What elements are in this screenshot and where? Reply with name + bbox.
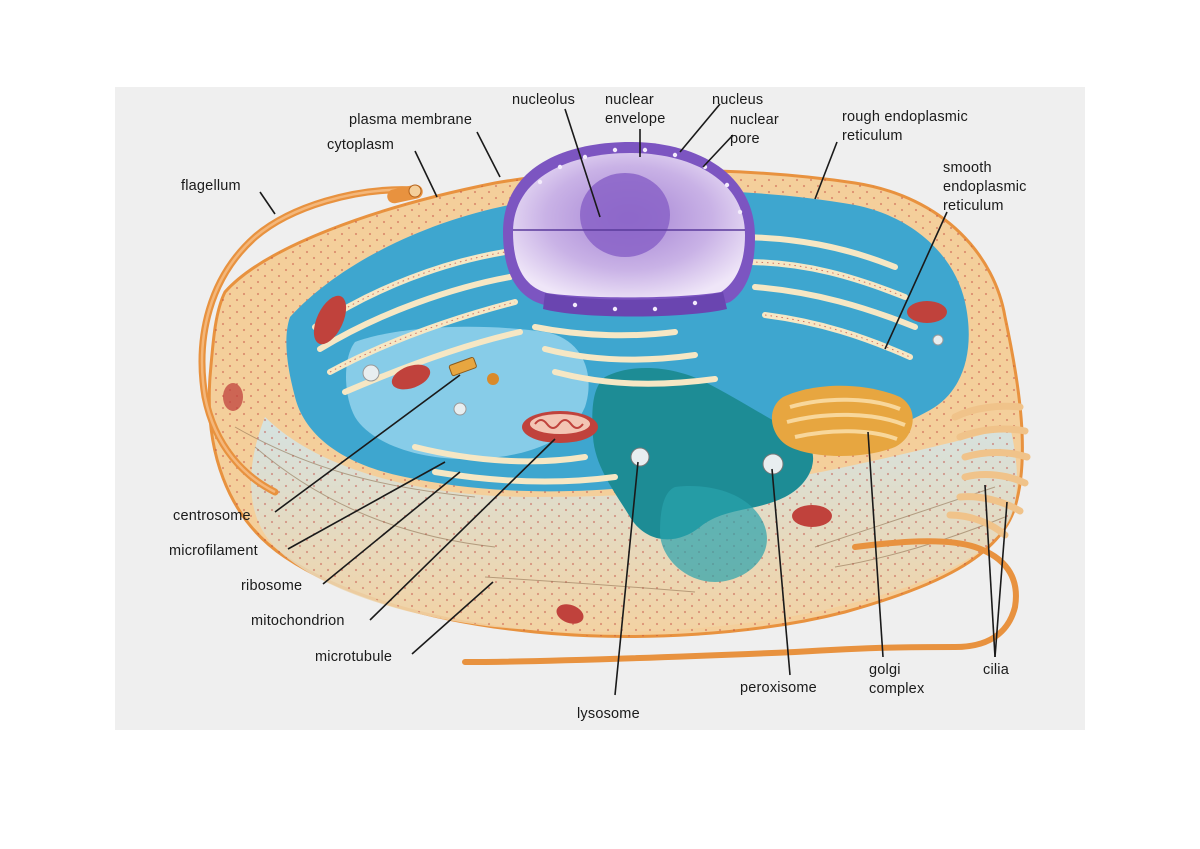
leader-ribosome: [322, 471, 461, 585]
leader-microtubule: [411, 581, 494, 655]
label-cytoplasm: cytoplasm: [327, 137, 394, 153]
label-centrosome: centrosome: [173, 508, 251, 524]
cilia: [946, 402, 1031, 539]
golgi-complex: [771, 385, 913, 456]
leader-lines: [259, 103, 1008, 696]
nuclear-pores: [537, 147, 743, 312]
label-nucleus: nucleus: [712, 92, 763, 108]
mitochondrion-mid: [391, 364, 431, 390]
leader-centrosome: [274, 374, 461, 513]
label-ribosome: ribosome: [241, 578, 302, 594]
lysosome-shape: [630, 447, 650, 467]
flagellum: [198, 184, 423, 496]
leader-cytoplasm: [414, 150, 438, 198]
mitochondrion-left: [313, 295, 347, 345]
label-peroxisome: peroxisome: [740, 680, 817, 696]
leader-mitochondrion: [369, 438, 556, 621]
centrosome: [448, 356, 499, 385]
label-plasma-membrane: plasma membrane: [349, 112, 472, 128]
leader-smooth-er: [884, 211, 948, 350]
vesicles: [362, 334, 944, 475]
leader-plasma-membrane: [476, 131, 501, 178]
mitochondria: [223, 295, 947, 624]
lower-membrane-tail: [462, 538, 1019, 665]
label-golgi-complex: golgi complex: [869, 662, 925, 697]
label-mitochondrion: mitochondrion: [251, 613, 345, 629]
leader-cilia-2: [994, 501, 1008, 658]
labels: nucleolus nuclear envelope nucleus nucle…: [169, 92, 1031, 722]
leader-nucleolus: [564, 108, 601, 218]
leader-nucleus: [679, 103, 721, 153]
label-smooth-er: smooth endoplasmic reticulum: [943, 160, 1031, 214]
leader-lysosome: [614, 461, 639, 696]
mitochondrion-bottom: [792, 505, 832, 527]
mitochondrion-low-left: [556, 604, 584, 624]
leader-rough-er: [814, 141, 838, 200]
cell-illustration: nucleolus nuclear envelope nucleus nucle…: [169, 92, 1031, 722]
leader-nuclear-pore: [702, 134, 734, 168]
leader-peroxisome: [771, 468, 791, 676]
smooth-er-teal-lower: [660, 486, 767, 582]
nucleolus-shape: [580, 173, 670, 257]
label-cilia: cilia: [983, 662, 1010, 678]
leader-microfilament: [287, 461, 446, 550]
label-nucleolus: nucleolus: [512, 92, 575, 108]
nucleus: [503, 142, 755, 317]
nuclear-envelope-bottom: [543, 292, 727, 317]
label-microtubule: microtubule: [315, 649, 392, 665]
cell-diagram-figure: nucleolus nuclear envelope nucleus nucle…: [115, 87, 1085, 730]
label-nuclear-envelope: nuclear envelope: [605, 92, 665, 127]
smooth-er-teal: [592, 367, 814, 540]
label-microfilament: microfilament: [169, 543, 258, 559]
leader-flagellum: [259, 191, 276, 215]
label-flagellum: flagellum: [181, 178, 241, 194]
label-nuclear-pore: nuclear pore: [730, 112, 783, 147]
leader-golgi: [867, 431, 884, 658]
mitochondrion-edge: [223, 383, 243, 411]
rough-er-outlines: [314, 251, 911, 373]
mitochondrion-right: [907, 301, 947, 323]
leader-cilia-1: [984, 484, 996, 658]
peroxisome-shape: [762, 453, 784, 475]
label-rough-er: rough endoplasmic reticulum: [842, 109, 972, 144]
label-lysosome: lysosome: [577, 706, 640, 722]
